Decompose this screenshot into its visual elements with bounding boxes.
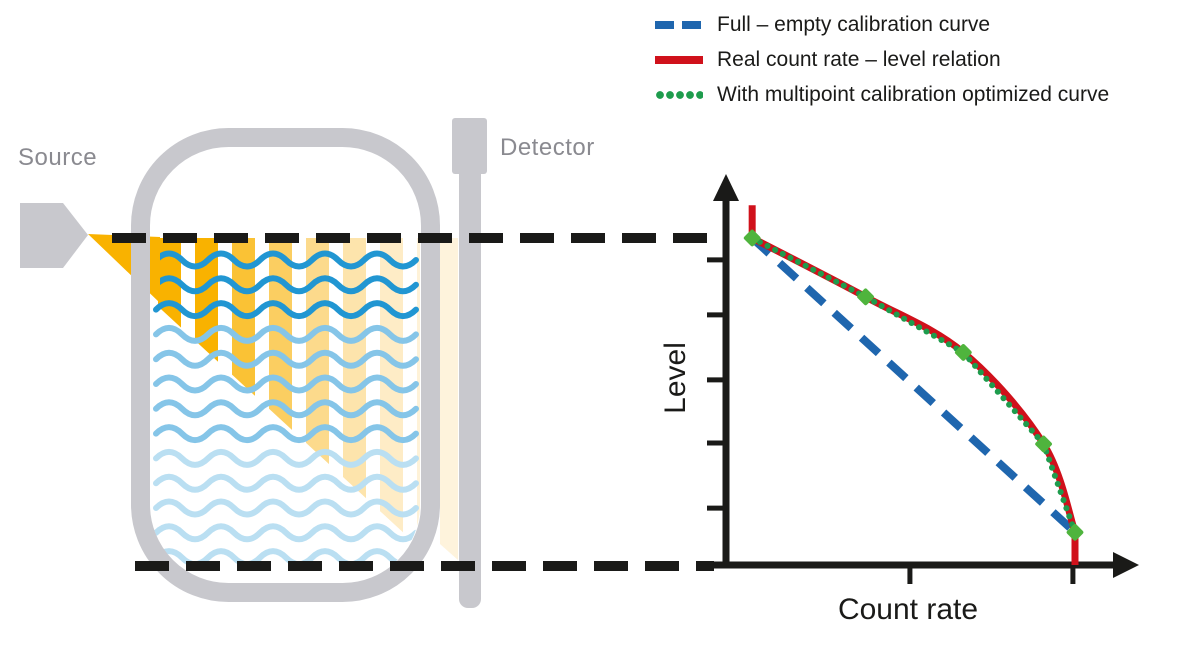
dotted-line-swatch-icon — [655, 91, 703, 99]
legend-label: With multipoint calibration optimized cu… — [717, 83, 1110, 106]
legend-label: Full – empty calibration curve — [717, 13, 991, 36]
detector-label: Detector — [500, 134, 595, 161]
y-axis-title: Level — [659, 342, 692, 414]
calibration-diamond-marker — [743, 229, 761, 247]
calibration-diamond-marker — [1066, 523, 1084, 541]
tank-outline — [131, 128, 440, 602]
legend-item-multipoint: With multipoint calibration optimized cu… — [655, 83, 1109, 107]
radiation-beam-outside-stripe — [440, 238, 458, 560]
real-count-rate-curve — [748, 205, 1079, 565]
full-empty-calibration-curve — [749, 235, 1078, 536]
detector-head — [452, 118, 487, 174]
x-axis-title: Count rate — [837, 593, 979, 626]
solid-line-swatch-icon — [655, 56, 703, 64]
liquid-waves — [153, 250, 419, 568]
detector-rod — [459, 130, 481, 608]
calibration-diamond-marker — [857, 288, 874, 306]
calibration-diamond-marker — [1035, 435, 1052, 453]
chart-legend: Full – empty calibration curve Real coun… — [655, 13, 1109, 107]
source-body — [20, 203, 88, 268]
source-label: Source — [18, 144, 98, 171]
calibration-point-markers — [743, 229, 1084, 541]
calibration-diamond-marker — [954, 344, 972, 361]
legend-item-real-relation: Real count rate – level relation — [655, 48, 1109, 72]
legend-label: Real count rate – level relation — [717, 48, 1001, 71]
legend-item-full-empty: Full – empty calibration curve — [655, 13, 1109, 37]
x-axis-arrow-icon — [1113, 552, 1139, 578]
dashed-line-swatch-icon — [655, 21, 703, 29]
y-axis-arrow-icon — [713, 174, 739, 201]
axis-ticks — [707, 257, 1076, 584]
